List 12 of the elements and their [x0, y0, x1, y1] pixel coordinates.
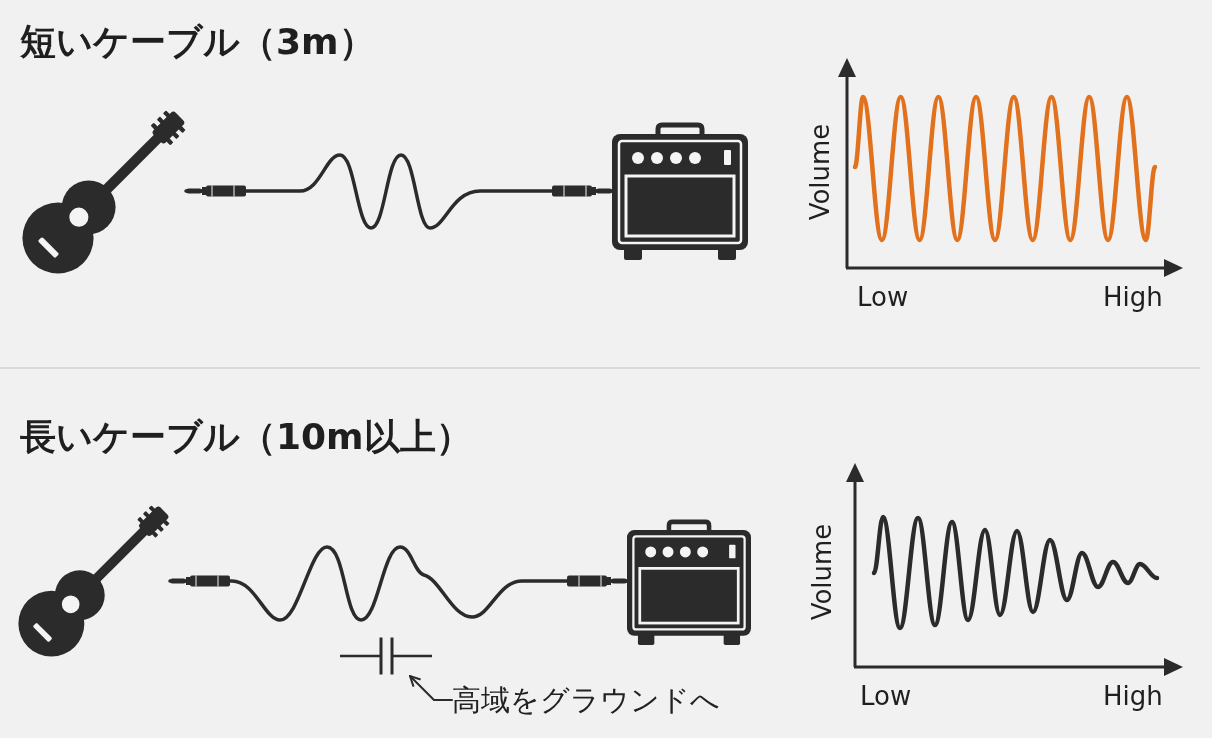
axis-label: High: [1103, 683, 1163, 709]
annotation-text: 高域をグラウンドへ: [452, 682, 720, 719]
cable: [168, 545, 629, 622]
section-heading: 長いケーブル（10m以上）: [20, 419, 472, 455]
axis-label: High: [1103, 284, 1163, 310]
axis-label: Low: [860, 683, 912, 709]
leader-arrow: [409, 675, 453, 701]
section-heading: 短いケーブル（3m）: [20, 24, 375, 60]
axis-title: Volume: [807, 123, 833, 221]
axis-title: Volume: [809, 523, 835, 621]
axis-label: Low: [857, 284, 909, 310]
cable: [184, 153, 614, 230]
